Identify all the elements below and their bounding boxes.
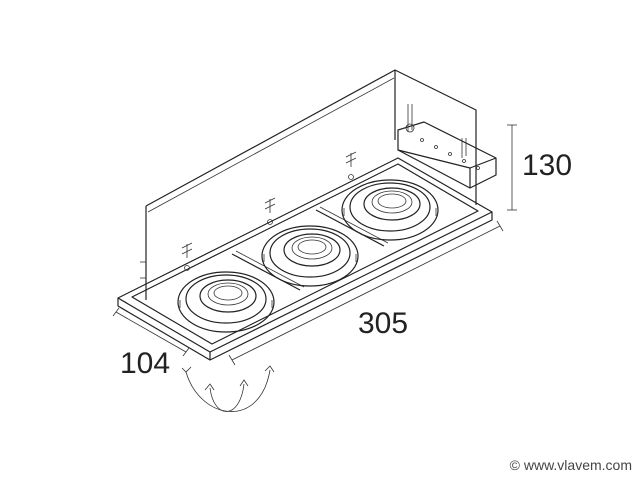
spotlight-1 [177, 271, 275, 333]
housing-box [140, 69, 477, 300]
trim-frame [117, 157, 493, 361]
depth-dimension-line [112, 307, 190, 357]
length-dimension-line [228, 220, 504, 366]
spotlight-2 [261, 225, 359, 287]
height-dimension-line [507, 124, 517, 211]
height-dimension-label: 130 [522, 149, 573, 182]
tilt-arrows [181, 365, 275, 412]
length-dimension-label: 305 [358, 307, 409, 340]
mounting-bracket [397, 104, 497, 189]
screw-terminals [181, 151, 357, 271]
depth-dimension-label: 104 [120, 347, 171, 380]
watermark-text: © www.vlavem.com [509, 457, 632, 473]
cell-dividers [231, 206, 389, 291]
spotlight-3 [341, 179, 439, 241]
